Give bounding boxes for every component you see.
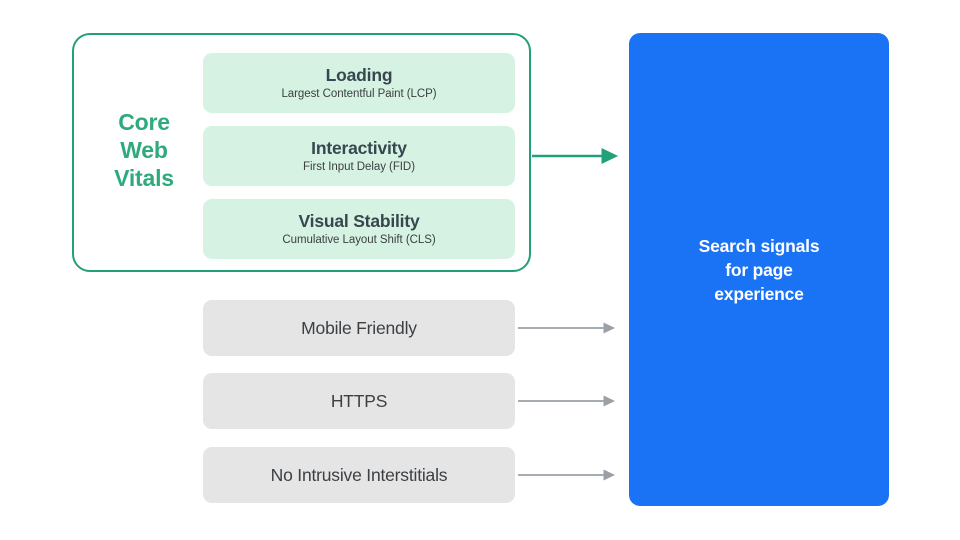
signal-label-no-intrusive-interstitials: No Intrusive Interstitials: [270, 464, 448, 485]
label-core: Core: [118, 109, 170, 135]
label-vitals: Vitals: [114, 165, 174, 191]
label-web: Web: [120, 137, 168, 163]
vital-card-visual-stability[interactable]: Visual Stability Cumulative Layout Shift…: [203, 199, 515, 259]
vital-title-loading: Loading: [325, 64, 393, 85]
vital-card-loading[interactable]: Loading Largest Contentful Paint (LCP): [203, 53, 515, 113]
core-web-vitals-group-label: Core Web Vitals: [96, 108, 192, 192]
signal-mobile-friendly[interactable]: Mobile Friendly: [203, 300, 515, 356]
vital-card-interactivity[interactable]: Interactivity First Input Delay (FID): [203, 126, 515, 186]
core-web-vitals-label-line-3: Vitals: [96, 164, 192, 192]
core-web-vitals-label-line-2: Web: [96, 136, 192, 164]
vital-subtitle-interactivity: First Input Delay (FID): [303, 160, 415, 173]
core-web-vitals-label-line-1: Core: [96, 108, 192, 136]
signal-no-intrusive-interstitials[interactable]: No Intrusive Interstitials: [203, 447, 515, 503]
result-panel: Search signals for page experience: [629, 33, 889, 506]
vital-subtitle-visual-stability: Cumulative Layout Shift (CLS): [282, 233, 436, 246]
vital-subtitle-loading: Largest Contentful Paint (LCP): [281, 87, 437, 100]
vital-title-interactivity: Interactivity: [311, 137, 407, 158]
signal-label-https: HTTPS: [330, 390, 388, 411]
result-panel-label: Search signals for page experience: [698, 235, 820, 304]
vital-title-visual-stability: Visual Stability: [298, 210, 420, 231]
signal-https[interactable]: HTTPS: [203, 373, 515, 429]
signal-label-mobile-friendly: Mobile Friendly: [301, 317, 417, 338]
